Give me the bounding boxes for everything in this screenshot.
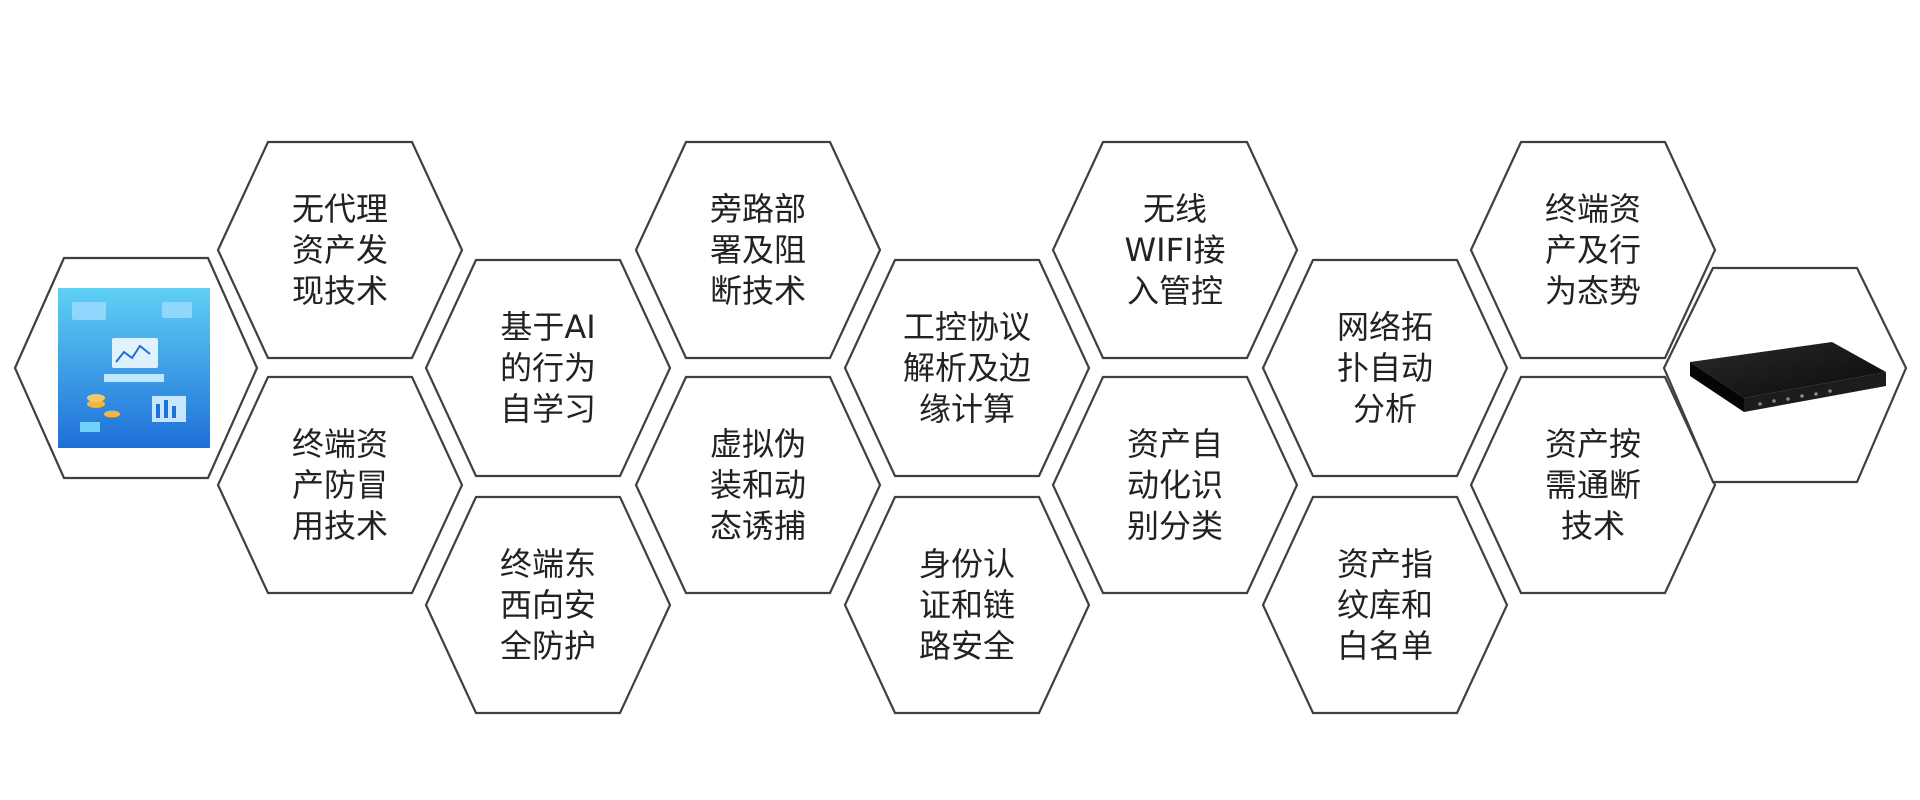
hexagon-shape	[634, 140, 882, 360]
hex-label-line: 装和动	[710, 466, 806, 504]
hex-label-line: 终端资	[1545, 190, 1641, 228]
hex-label-line: 技术	[1561, 507, 1625, 545]
hex-label-line: 基于AI	[500, 308, 595, 346]
hex-label-line: 资产自	[1127, 425, 1223, 463]
hex-label-line: WIFI接	[1125, 231, 1226, 269]
hex-label-line: 白名单	[1337, 627, 1433, 665]
hex-label-line: 分析	[1353, 390, 1417, 428]
hex-label-line: 需通断	[1545, 466, 1641, 504]
hex-label-line: 无代理	[292, 190, 388, 228]
hexagon-shape	[424, 495, 672, 715]
hexagon-shape	[843, 258, 1091, 478]
hex-label-line: 扑自动	[1337, 349, 1433, 387]
hexagon-shape	[1051, 140, 1299, 360]
hex-label-line: 全防护	[500, 627, 596, 665]
hex-label-line: 终端资	[292, 425, 388, 463]
hexagon-shape	[424, 258, 672, 478]
hexagon-shape	[216, 140, 464, 360]
left-image-hexagon	[13, 256, 259, 480]
hex-label-line: 产防冒	[292, 466, 388, 504]
hex-label-line: 署及阻	[710, 231, 806, 269]
hex-label-line: 旁路部	[710, 190, 806, 228]
hex-label-line: 终端东	[500, 545, 596, 583]
hex-label-line: 动化识	[1127, 466, 1223, 504]
hex-label-line: 缘计算	[919, 390, 1015, 428]
hexagon-shape	[1261, 258, 1509, 478]
hex-label-line: 资产发	[292, 231, 388, 269]
hex-label-line: 身份认	[919, 545, 1015, 583]
hex-label-line: 用技术	[292, 507, 388, 545]
hex-label-line: 工控协议	[903, 308, 1031, 346]
hex-label-line: 态诱捕	[710, 507, 806, 545]
hexagon-shape	[843, 495, 1091, 715]
hex-label-line: 别分类	[1127, 507, 1223, 545]
hex-label-line: 为态势	[1545, 272, 1641, 310]
hex-label-line: 资产指	[1337, 545, 1433, 583]
hexagon-shape	[1261, 495, 1509, 715]
hex-label-line: 证和链	[919, 586, 1015, 624]
hex-label-line: 纹库和	[1337, 586, 1433, 624]
hex-label-line: 断技术	[710, 272, 806, 310]
hex-label-line: 无线	[1143, 190, 1207, 228]
network-appliance-device-icon	[1690, 342, 1886, 412]
hex-label-line: 的行为	[500, 349, 596, 387]
hex-label-line: 路安全	[919, 627, 1015, 665]
hexagon-shape	[634, 375, 882, 595]
hex-label-line: 自学习	[500, 390, 596, 428]
hexagon-shape	[1051, 375, 1299, 595]
technology-cells: 无代理资产发现技术终端资产防冒用技术基于AI的行为自学习终端东西向安全防护旁路部…	[216, 140, 1717, 715]
hex-label-line: 现技术	[292, 272, 388, 310]
asset-monitoring-platform-icon	[58, 288, 210, 448]
hexagon-shape	[1469, 375, 1717, 595]
hex-label-line: 虚拟伪	[710, 425, 806, 463]
hex-label-line: 产及行	[1545, 231, 1641, 269]
hex-label-line: 入管控	[1127, 272, 1223, 310]
right-image-hexagon	[1662, 266, 1908, 484]
hex-label-line: 网络拓	[1337, 308, 1433, 346]
hex-label-line: 解析及边	[903, 349, 1031, 387]
hexagon-shape	[216, 375, 464, 595]
hex-label-line: 资产按	[1545, 425, 1641, 463]
hex-label-line: 西向安	[500, 586, 596, 624]
hexagon-shape	[1469, 140, 1717, 360]
